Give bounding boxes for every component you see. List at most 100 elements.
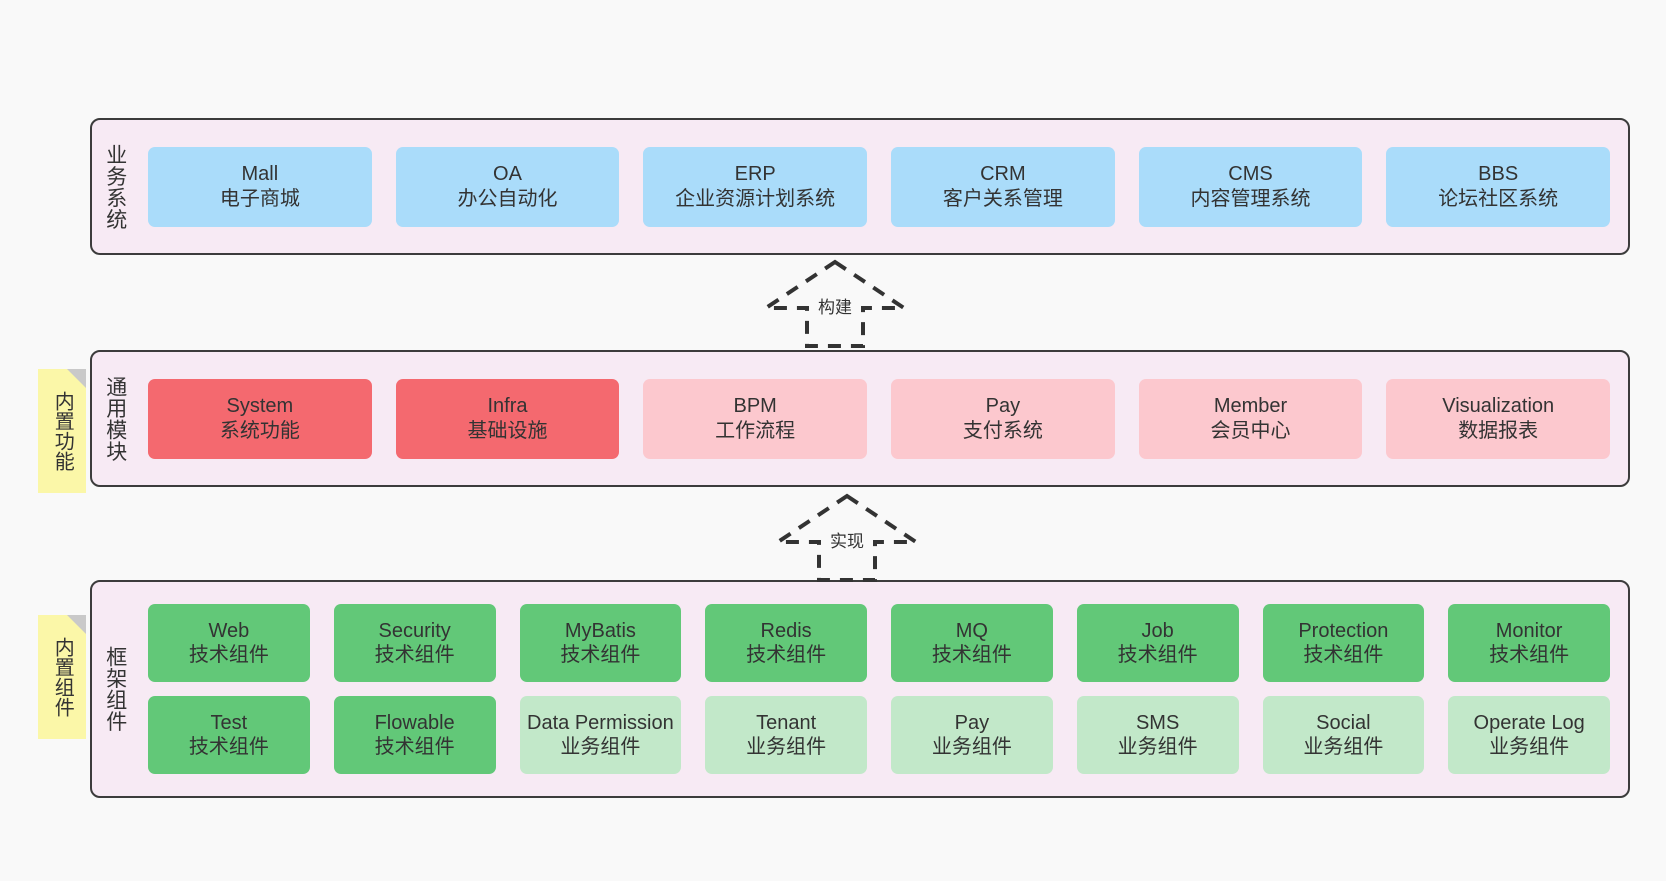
note-builtin-features-label: 内置功能 <box>51 391 74 471</box>
layer-common-modules-body: System 系统功能 Infra 基础设施 BPM 工作流程 Pay 支付系统… <box>138 352 1628 485</box>
tile-web[interactable]: Web 技术组件 <box>148 604 310 682</box>
tile-bbs[interactable]: BBS 论坛社区系统 <box>1386 146 1611 227</box>
tile-visualization[interactable]: Visualization 数据报表 <box>1386 378 1611 459</box>
tile-visualization-sub: 数据报表 <box>1458 419 1539 442</box>
note-builtin-components-label: 内置组件 <box>51 637 74 717</box>
tile-security[interactable]: Security 技术组件 <box>333 604 496 682</box>
note-builtin-components: 内置组件 <box>38 615 86 739</box>
tile-flowable[interactable]: Flowable 技术组件 <box>333 696 496 774</box>
tile-data-permission-name: Data Permission <box>527 711 674 734</box>
tile-crm[interactable]: CRM 客户关系管理 <box>891 146 1115 227</box>
tile-system[interactable]: System 系统功能 <box>148 378 372 459</box>
tile-infra-sub: 基础设施 <box>467 419 548 442</box>
tile-bpm-sub: 工作流程 <box>715 419 796 442</box>
tile-bbs-name: BBS <box>1478 163 1519 186</box>
tile-operate-log[interactable]: Operate Log 业务组件 <box>1448 696 1610 774</box>
tile-cms[interactable]: CMS 内容管理系统 <box>1138 146 1363 227</box>
tile-monitor[interactable]: Monitor 技术组件 <box>1448 604 1610 682</box>
tile-flowable-name: Flowable <box>374 711 455 734</box>
tile-sms-name: SMS <box>1135 711 1180 734</box>
layer-business-systems-body: Mall 电子商城 OA 办公自动化 ERP 企业资源计划系统 CRM 客户关系… <box>138 120 1628 253</box>
tile-oa-sub: 办公自动化 <box>457 187 558 210</box>
tile-pay-module[interactable]: Pay 支付系统 <box>891 378 1115 459</box>
tile-cms-name: CMS <box>1228 163 1273 186</box>
tile-mybatis-name: MyBatis <box>564 619 636 642</box>
tile-test-name: Test <box>210 711 248 734</box>
tile-mybatis[interactable]: MyBatis 技术组件 <box>519 604 682 682</box>
note-builtin-features: 内置功能 <box>38 369 86 493</box>
tile-data-permission-sub: 业务组件 <box>560 736 641 758</box>
tile-pay-component[interactable]: Pay 业务组件 <box>891 696 1053 774</box>
tile-web-sub: 技术组件 <box>188 644 269 666</box>
framework-tile-row-1: Web 技术组件 Security 技术组件 MyBatis 技术组件 Redi… <box>148 604 1610 682</box>
tile-job-sub: 技术组件 <box>1117 644 1198 666</box>
tile-erp-sub: 企业资源计划系统 <box>675 187 836 210</box>
tile-crm-sub: 客户关系管理 <box>942 187 1063 210</box>
connector-build: 构建 <box>759 258 911 350</box>
tile-security-sub: 技术组件 <box>374 644 455 666</box>
tile-mq[interactable]: MQ 技术组件 <box>891 604 1053 682</box>
modules-tile-row: System 系统功能 Infra 基础设施 BPM 工作流程 Pay 支付系统… <box>148 378 1611 459</box>
tile-bpm[interactable]: BPM 工作流程 <box>643 378 868 459</box>
tile-protection-name: Protection <box>1298 619 1389 642</box>
tile-monitor-name: Monitor <box>1495 619 1563 642</box>
tile-mall[interactable]: Mall 电子商城 <box>148 146 372 227</box>
tile-tenant[interactable]: Tenant 业务组件 <box>705 696 867 774</box>
tile-mq-name: MQ <box>955 619 988 642</box>
tile-protection-sub: 技术组件 <box>1303 644 1384 666</box>
tile-tenant-sub: 业务组件 <box>746 736 827 758</box>
connector-implement-shape <box>771 493 923 582</box>
tile-sms-sub: 业务组件 <box>1117 736 1198 758</box>
tile-oa-name: OA <box>493 163 522 186</box>
tile-mall-sub: 电子商城 <box>219 187 300 210</box>
tile-cms-sub: 内容管理系统 <box>1190 187 1311 210</box>
tile-pay-component-sub: 业务组件 <box>931 736 1012 758</box>
tile-pay-module-name: Pay <box>985 395 1021 418</box>
tile-oa[interactable]: OA 办公自动化 <box>395 146 620 227</box>
business-tile-row: Mall 电子商城 OA 办公自动化 ERP 企业资源计划系统 CRM 客户关系… <box>148 146 1611 227</box>
tile-crm-name: CRM <box>980 163 1026 186</box>
layer-business-systems-title: 业务系统 <box>103 143 127 230</box>
layer-common-modules: 通用模块 System 系统功能 Infra 基础设施 BPM 工作流程 Pay… <box>90 350 1630 487</box>
tile-job[interactable]: Job 技术组件 <box>1076 604 1239 682</box>
tile-social-name: Social <box>1316 711 1371 734</box>
tile-tenant-name: Tenant <box>756 711 817 734</box>
tile-flowable-sub: 技术组件 <box>374 736 455 758</box>
tile-security-name: Security <box>378 619 451 642</box>
tile-erp[interactable]: ERP 企业资源计划系统 <box>643 146 868 227</box>
connector-implement: 实现 <box>771 492 923 584</box>
tile-member-sub: 会员中心 <box>1210 419 1291 442</box>
tile-bpm-name: BPM <box>733 395 777 418</box>
tile-operate-log-name: Operate Log <box>1473 711 1585 734</box>
layer-framework-components-title: 框架组件 <box>103 646 127 732</box>
tile-pay-module-sub: 支付系统 <box>962 419 1043 442</box>
layer-framework-components: 框架组件 Web 技术组件 Security 技术组件 MyBatis 技术组件… <box>90 580 1630 798</box>
tile-redis[interactable]: Redis 技术组件 <box>705 604 867 682</box>
tile-data-permission[interactable]: Data Permission 业务组件 <box>519 696 682 774</box>
tile-visualization-name: Visualization <box>1442 395 1555 418</box>
tile-monitor-sub: 技术组件 <box>1489 644 1570 666</box>
tile-redis-name: Redis <box>760 619 812 642</box>
tile-sms[interactable]: SMS 业务组件 <box>1076 696 1239 774</box>
connector-build-label: 构建 <box>818 298 852 317</box>
tile-infra-name: Infra <box>487 395 528 418</box>
tile-member-name: Member <box>1213 395 1288 418</box>
tile-test[interactable]: Test 技术组件 <box>148 696 310 774</box>
tile-bbs-sub: 论坛社区系统 <box>1438 187 1559 210</box>
tile-infra[interactable]: Infra 基础设施 <box>395 378 620 459</box>
layer-framework-components-body: Web 技术组件 Security 技术组件 MyBatis 技术组件 Redi… <box>138 582 1628 796</box>
tile-mall-name: Mall <box>241 163 279 186</box>
tile-mybatis-sub: 技术组件 <box>560 644 641 666</box>
tile-social-sub: 业务组件 <box>1303 736 1384 758</box>
tile-protection[interactable]: Protection 技术组件 <box>1262 604 1425 682</box>
tile-system-sub: 系统功能 <box>219 419 300 442</box>
tile-member[interactable]: Member 会员中心 <box>1138 378 1363 459</box>
layer-business-systems: 业务系统 Mall 电子商城 OA 办公自动化 ERP 企业资源计划系统 CRM… <box>90 118 1630 255</box>
tile-web-name: Web <box>208 619 250 642</box>
tile-mq-sub: 技术组件 <box>931 644 1012 666</box>
tile-system-name: System <box>226 395 294 418</box>
tile-social[interactable]: Social 业务组件 <box>1262 696 1425 774</box>
layer-common-modules-title: 通用模块 <box>103 375 127 462</box>
connector-build-shape <box>759 259 911 348</box>
